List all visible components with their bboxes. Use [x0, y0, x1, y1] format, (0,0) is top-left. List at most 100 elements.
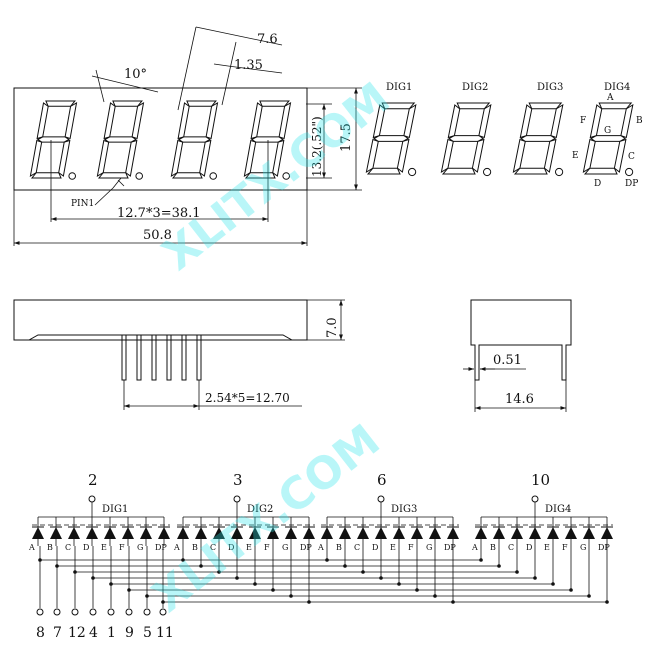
led-diode — [393, 527, 405, 539]
dig3-label: DIG3 — [537, 82, 563, 93]
seg-label-a: A — [606, 93, 614, 103]
segment-letter: A — [173, 543, 180, 552]
segment-b — [205, 102, 219, 140]
segment-c — [471, 138, 485, 173]
front-digit-4 — [243, 100, 292, 180]
junction-dot — [199, 564, 203, 568]
watermark-text-upper: XLITX.COM — [153, 73, 399, 281]
pin1-label: PIN1 — [71, 199, 94, 209]
segment-b — [278, 102, 292, 140]
segment-a — [112, 100, 143, 107]
junction-dot — [289, 594, 293, 598]
segment-g — [36, 136, 70, 143]
front-digit-2 — [96, 100, 145, 180]
segview-digit-3 — [512, 102, 564, 177]
segment-letter: DP — [300, 543, 312, 552]
height-dimensions: 13.2(.52") 17.5 — [306, 87, 362, 191]
segment-dp — [555, 167, 564, 177]
segment-letter: E — [544, 543, 550, 552]
led-diode — [411, 527, 423, 539]
segment-d — [30, 172, 62, 179]
segment-g — [520, 135, 557, 142]
segment-b — [550, 104, 564, 139]
segment-f — [103, 102, 116, 140]
junction-dot — [181, 558, 185, 562]
segment-e — [512, 138, 526, 173]
segment-pin — [143, 608, 151, 616]
segment-c — [396, 138, 410, 173]
led-diode — [104, 527, 116, 539]
bottom-side-view: 7.0 2.54*5=12.70 — [13, 299, 345, 410]
dim-pin-pitch: 2.54*5=12.70 — [205, 391, 290, 405]
dim-pin-diameter: 0.51 — [493, 353, 522, 368]
segment-c — [543, 138, 557, 173]
segment-d — [441, 167, 476, 175]
dim-body-height: 17.5 — [339, 123, 354, 152]
dim-segment-width: 7.6 — [257, 32, 278, 47]
dim-segment-thickness: 1.35 — [234, 58, 263, 73]
segment-letter: C — [508, 543, 514, 552]
segment-g — [590, 135, 627, 142]
segment-b — [403, 104, 417, 139]
segment-dp — [209, 172, 217, 180]
junction-dot — [497, 564, 501, 568]
segment-letter: E — [101, 543, 107, 552]
segview-digit-1 — [365, 102, 417, 177]
segment-letter: G — [426, 543, 432, 552]
angle-label: 10° — [124, 67, 147, 82]
dim-thickness: 7.0 — [325, 317, 340, 338]
junction-dot — [161, 600, 165, 604]
segment-pin-number: 12 — [68, 625, 86, 641]
segment-d — [583, 167, 618, 175]
dim-digit-pitch: 12.7*3=38.1 — [117, 206, 201, 221]
segment-dp — [408, 167, 417, 177]
junction-dot — [433, 594, 437, 598]
segment-a — [528, 102, 563, 110]
segment-c — [199, 139, 212, 177]
junction-dot — [253, 582, 257, 586]
led-diode — [68, 527, 80, 539]
segment-letter: C — [354, 543, 360, 552]
segment-letter: DP — [598, 543, 610, 552]
led-diode — [583, 527, 595, 539]
segment-d — [366, 167, 401, 175]
segment-pin-number: 9 — [125, 625, 134, 641]
common-pin — [531, 495, 539, 503]
segment-a — [456, 102, 491, 110]
segment-letter: B — [47, 543, 53, 552]
led-diode — [195, 527, 207, 539]
segment-b — [620, 104, 634, 139]
segment-letter: F — [119, 543, 125, 552]
segment-letter: E — [246, 543, 252, 552]
segment-d — [513, 167, 548, 175]
front-digits — [29, 100, 292, 180]
segment-letter: C — [210, 543, 216, 552]
segment-b — [131, 102, 145, 140]
segment-pin-number: 4 — [89, 625, 98, 641]
segment-letter: D — [228, 543, 234, 552]
segment-e — [170, 139, 184, 177]
segment-d — [97, 172, 129, 179]
segment-c — [125, 139, 138, 177]
dig2-label: DIG2 — [462, 82, 488, 93]
led-diode — [122, 527, 134, 539]
dim-depth: 14.6 — [505, 392, 534, 407]
led-diode — [429, 527, 441, 539]
junction-dot — [587, 594, 591, 598]
seg-label-b: B — [636, 116, 643, 126]
segment-dp — [68, 172, 76, 180]
front-view: 10° 7.6 1.35 13.2(.52") 17.5 — [13, 26, 362, 246]
end-view: 0.51 14.6 — [463, 299, 572, 412]
common-pin-number: 10 — [531, 471, 550, 489]
front-digit-1 — [29, 100, 78, 180]
segment-f — [519, 104, 533, 139]
junction-dot — [127, 588, 131, 592]
led-diode — [547, 527, 559, 539]
led-diode — [213, 527, 225, 539]
junction-dot — [415, 588, 419, 592]
segment-letter: A — [28, 543, 35, 552]
segment-pin-number: 5 — [143, 625, 152, 641]
segment-dp — [282, 172, 291, 180]
